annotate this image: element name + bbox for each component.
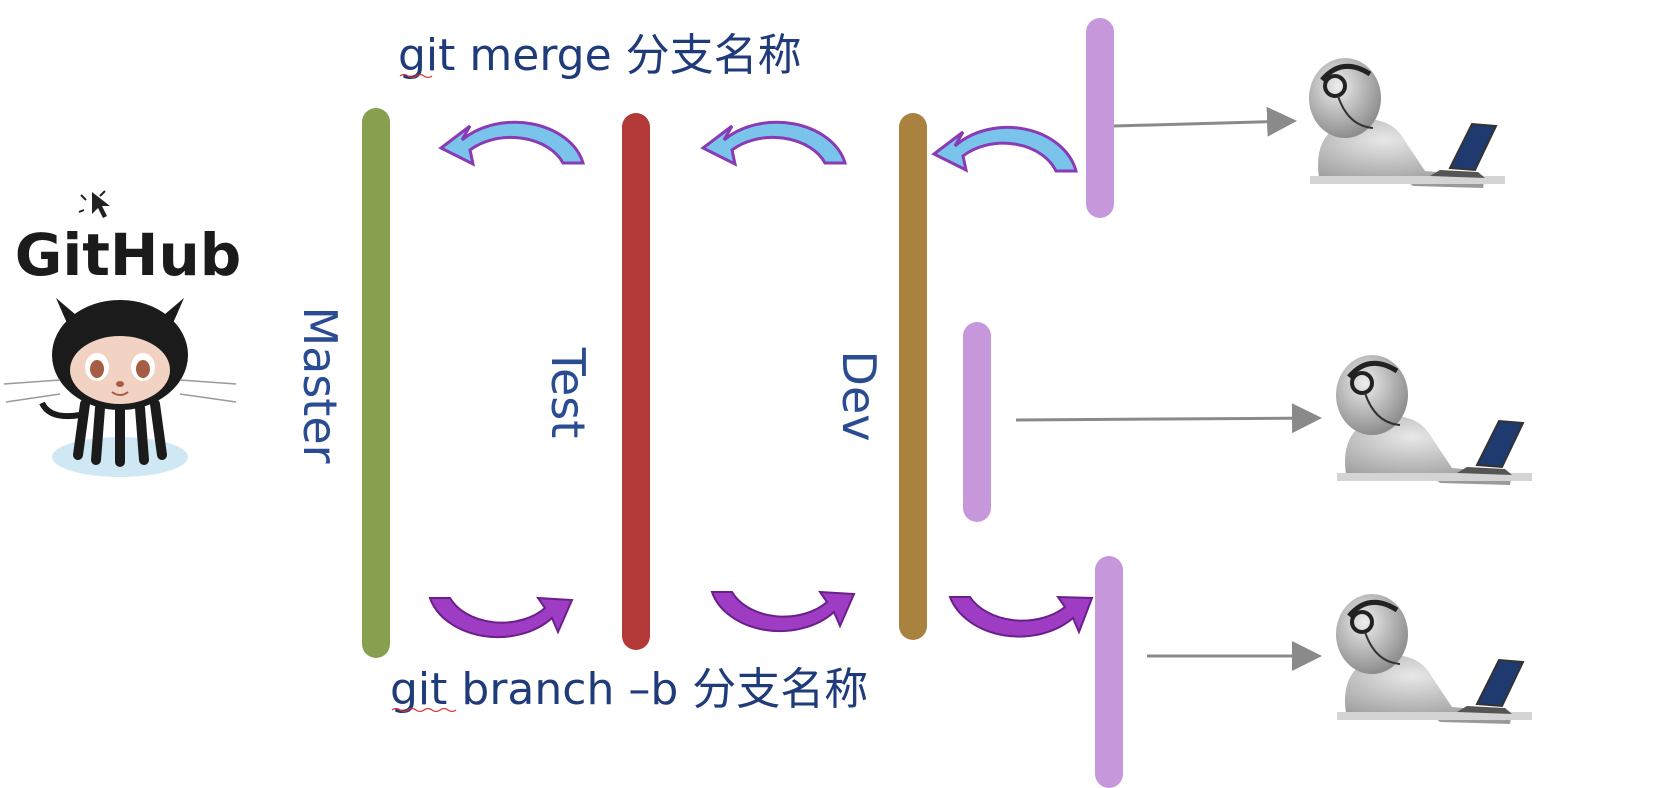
branch-arrow-1 bbox=[428, 596, 574, 639]
logo-wordmark: GitHub bbox=[15, 221, 242, 289]
merge-arrow-3 bbox=[931, 125, 1078, 173]
test-branch-bar bbox=[622, 113, 650, 650]
dev-label: Dev bbox=[832, 351, 886, 442]
test-label: Test bbox=[541, 347, 595, 439]
connector-arrow-1 bbox=[1113, 106, 1297, 137]
master-branch-bar bbox=[362, 108, 390, 658]
developer-laptop-icon bbox=[1336, 355, 1532, 485]
dev-branch-bar bbox=[899, 113, 927, 640]
master-label: Master bbox=[293, 306, 347, 463]
cursor-icon bbox=[78, 190, 110, 218]
github-logo: GitHub bbox=[3, 190, 242, 477]
merge-arrow-2 bbox=[700, 120, 848, 167]
octocat-icon bbox=[3, 298, 237, 477]
connector-arrow-2 bbox=[1015, 403, 1322, 434]
branch-command-text: git branch –b 分支名称 bbox=[390, 664, 868, 715]
merge-arrow-1 bbox=[438, 120, 586, 167]
feature-branch-bar-3 bbox=[1095, 556, 1123, 788]
branch-arrow-3 bbox=[948, 595, 1094, 638]
branch-arrow-2 bbox=[710, 590, 856, 633]
feature-branch-bar-1 bbox=[1086, 18, 1114, 218]
feature-branch-bar-2 bbox=[963, 322, 991, 522]
merge-command-text: git merge 分支名称 bbox=[398, 30, 802, 81]
developer-laptop-icon bbox=[1336, 594, 1532, 724]
developer-laptop-icon bbox=[1309, 58, 1505, 188]
